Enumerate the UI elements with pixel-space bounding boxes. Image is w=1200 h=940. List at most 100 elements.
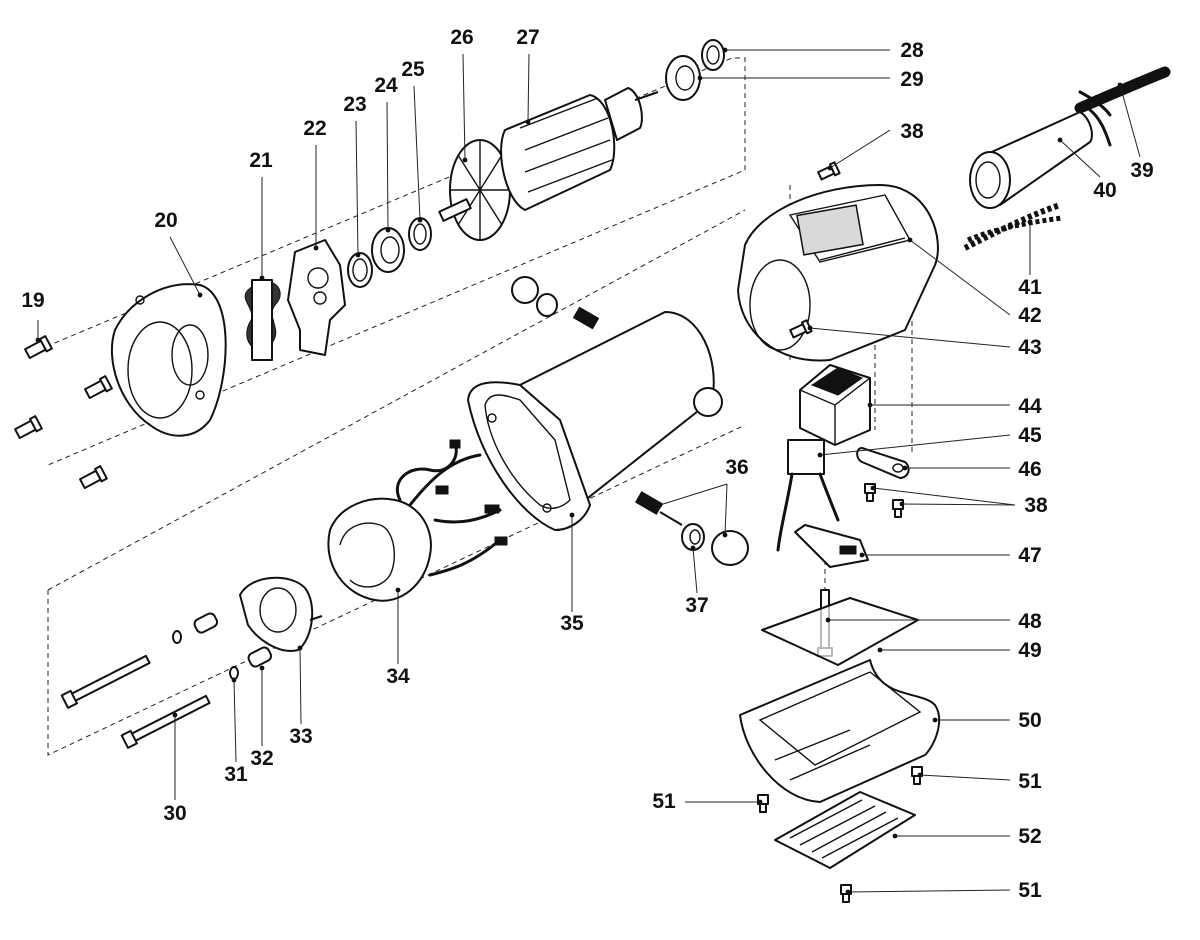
motor-housing-part-35 [467,311,723,531]
callout-label-33-14: 33 [289,725,312,748]
leader-line-20 [169,236,201,296]
callout-label-44-27: 44 [1018,395,1042,418]
grille-plate-part-52 [774,791,916,869]
leader-dot-48 [825,617,831,623]
leader-dot-44 [867,402,873,408]
insulation-plate-part-49 [761,597,919,666]
leader-line-38 [901,503,1016,506]
leader-line-26 [462,53,466,161]
base-cover-part-50 [739,659,941,803]
leader-dot-47 [859,552,865,558]
leader-dot-39 [1117,82,1123,88]
washer-part-23 [347,252,373,288]
spacers-part-32 [193,612,273,668]
leader-dot-38 [899,501,905,507]
cable-sleeve-part-40 [969,111,1093,209]
leader-line-36 [659,483,728,506]
leader-dot-32 [259,665,265,671]
leader-dot-52 [892,833,898,839]
leader-dot-41 [1027,219,1033,225]
callout-label-51-35: 51 [1018,770,1042,793]
leader-dot-38 [870,485,876,491]
switch-part-44 [799,364,871,446]
callout-label-25-6: 25 [401,58,425,81]
callout-label-41-24: 41 [1018,276,1042,299]
ring-part-28 [701,39,725,71]
leader-dot-37 [690,545,696,551]
callout-label-20-1: 20 [154,209,177,232]
callout-label-50-33: 50 [1018,709,1041,732]
callout-label-26-7: 26 [450,26,473,49]
screw-19d [79,465,108,490]
callout-label-51-36: 51 [1018,879,1042,902]
end-shield-part-33 [239,576,323,652]
callout-label-51-34: 51 [652,790,676,813]
leader-dot-26 [462,157,468,163]
end-cover-part-20 [110,283,227,437]
callout-label-45-28: 45 [1018,424,1042,447]
leader-line-24 [386,101,389,231]
callout-label-21-2: 21 [249,149,273,172]
leader-dot-51 [917,772,923,778]
callout-label-23-4: 23 [343,93,366,116]
leader-line-23 [355,120,359,256]
leader-dot-29 [697,75,703,81]
callout-label-36-17: 36 [725,456,748,479]
leader-line-51 [847,889,1011,893]
callout-label-38-19: 38 [900,120,924,143]
callout-label-46-29: 46 [1018,458,1041,481]
washers-part-31 [172,630,239,680]
screw-19a [24,335,53,360]
bearing-part-29 [665,55,701,101]
callout-label-48-31: 48 [1018,610,1042,633]
leader-dot-36 [722,532,728,538]
leader-dot-42 [907,237,913,243]
leader-dot-21 [259,275,265,281]
callout-label-32-13: 32 [250,747,273,770]
leader-dot-27 [525,119,531,125]
callout-label-30-11: 30 [163,802,186,825]
leader-dot-45 [817,452,823,458]
leader-line-33 [299,647,302,725]
leader-line-25 [413,85,421,221]
callout-label-35-16: 35 [560,612,584,635]
callout-label-19-0: 19 [21,289,44,312]
leader-line-45 [819,434,1011,456]
leader-dot-19 [35,337,41,343]
leader-line-31 [233,679,237,763]
brush-cap-upper [511,276,600,330]
brush-cap-part-37 [681,523,705,551]
callout-label-29-10: 29 [900,68,923,91]
leader-line-39 [1119,84,1141,158]
leader-dot-34 [395,587,401,593]
leader-line-38 [829,129,891,169]
leader-dot-22 [313,245,319,251]
leader-dot-49 [877,647,883,653]
screw-19b [84,375,113,400]
leader-line-27 [527,53,530,123]
cable-clamp-part-46 [856,447,910,479]
power-cable-part-39 [1074,66,1171,147]
clip-part-21 [244,279,281,361]
callout-label-24-5: 24 [374,74,398,97]
callout-label-40-23: 40 [1093,179,1116,202]
leader-dot-38 [827,165,833,171]
leader-line-43 [809,327,1011,348]
tie-rods-part-30 [60,654,211,749]
callout-label-34-15: 34 [386,665,410,688]
leader-line-37 [692,547,698,594]
axis-upper [37,57,746,466]
leader-dot-25 [417,217,423,223]
leader-dot-20 [197,292,203,298]
handle-housing-part-42 [737,184,939,362]
leader-line-51 [919,774,1011,781]
callout-label-28-9: 28 [900,39,924,62]
bearing-plate-part-22 [287,239,346,356]
callout-label-49-32: 49 [1018,639,1041,662]
leader-dot-33 [297,645,303,651]
leader-dot-50 [932,717,938,723]
leader-line-38 [872,487,1016,506]
